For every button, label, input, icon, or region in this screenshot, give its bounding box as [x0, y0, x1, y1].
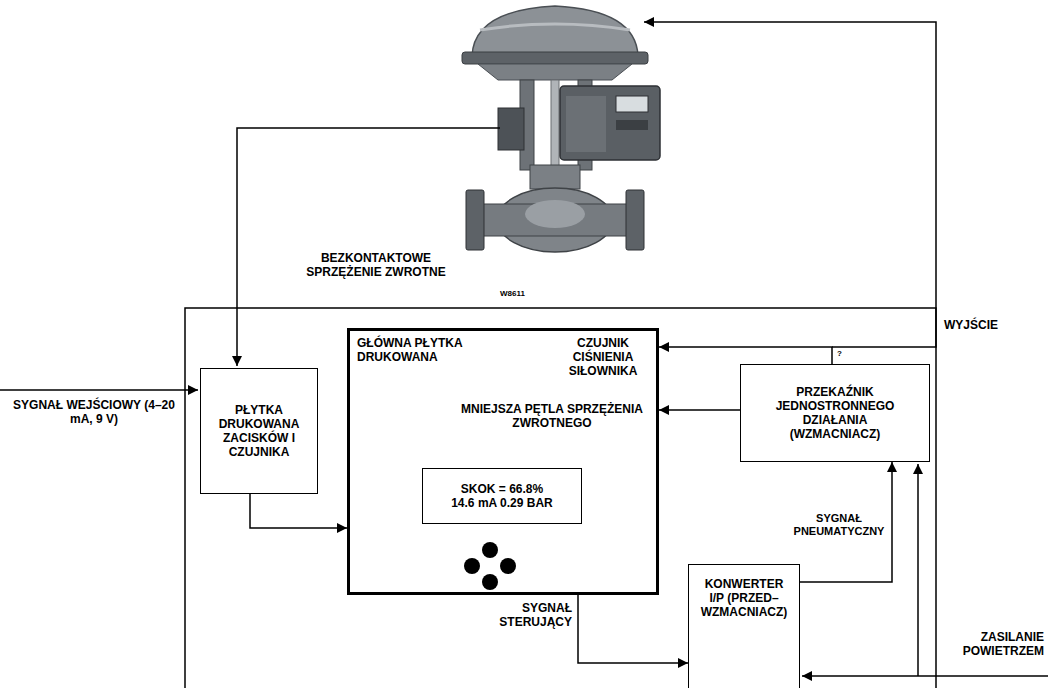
- air-supply-label: ZASILANIE POWIETRZEM: [938, 630, 1044, 658]
- main-board-box: GŁÓWNA PŁYTKA DRUKOWANA CZUJNIK CIŚNIENIA…: [347, 328, 659, 595]
- node-text: CZUJNIK CIŚNIENIA SIŁOWNIKA: [555, 336, 651, 378]
- node-text: MNIEJSZA PĘTLA SPRZĘŻENIA ZWROTNEGO: [452, 402, 652, 430]
- relay-box: PRZEKAŹNIK JEDNOSTRONNEGO DZIAŁANIA (WZM…: [740, 364, 930, 462]
- display-box: SKOK = 66.8%14.6 mA 0.29 BAR: [422, 468, 582, 524]
- output-label: WYJŚCIE: [944, 318, 1034, 332]
- terminal-board-box: PŁYTKA DRUKOWANA ZACISKÓW I CZUJNIKA: [200, 368, 318, 494]
- pneumatic-signal-label: SYGNAŁ PNEUMATYCZNY: [790, 512, 888, 538]
- control-valve: [462, 6, 660, 252]
- signal-connector: [659, 409, 740, 411]
- figure-number: W8611: [500, 289, 540, 299]
- signal-connector: [578, 595, 688, 663]
- feedback-label: BEZKONTAKTOWE SPRZĘŻENIE ZWROTNE: [296, 251, 456, 279]
- housing-outline: [185, 308, 936, 688]
- node-text: PRZEKAŹNIK JEDNOSTRONNEGO DZIAŁANIA (WZM…: [769, 385, 901, 441]
- ip-converter-box: KONWERTER I/P (PRZED–WZMACNIACZ): [688, 564, 800, 688]
- input-wire: [0, 389, 198, 391]
- node-text: 14.6 mA 0.29 BAR: [429, 496, 575, 510]
- node-text: GŁÓWNA PŁYTKA DRUKOWANA: [357, 336, 497, 364]
- node-text: SKOK = 66.8%: [429, 482, 575, 496]
- button-dots: [464, 542, 516, 590]
- air-supply-line: [802, 675, 1048, 677]
- control-signal-label: SYGNAŁ STERUJĄCY: [490, 601, 572, 629]
- signal-connector: [250, 494, 347, 528]
- node-text: PŁYTKA DRUKOWANA ZACISKÓW I CZUJNIKA: [207, 403, 311, 459]
- output-line: [644, 22, 936, 347]
- node-text: KONWERTER I/P (PRZED–WZMACNIACZ): [699, 577, 789, 619]
- mark-label: ?: [837, 349, 847, 359]
- signal-connector: [659, 347, 832, 364]
- air-supply-branch: [917, 464, 919, 676]
- input-signal-label: SYGNAŁ WEJŚCIOWY (4–20 mA, 9 V): [2, 398, 186, 426]
